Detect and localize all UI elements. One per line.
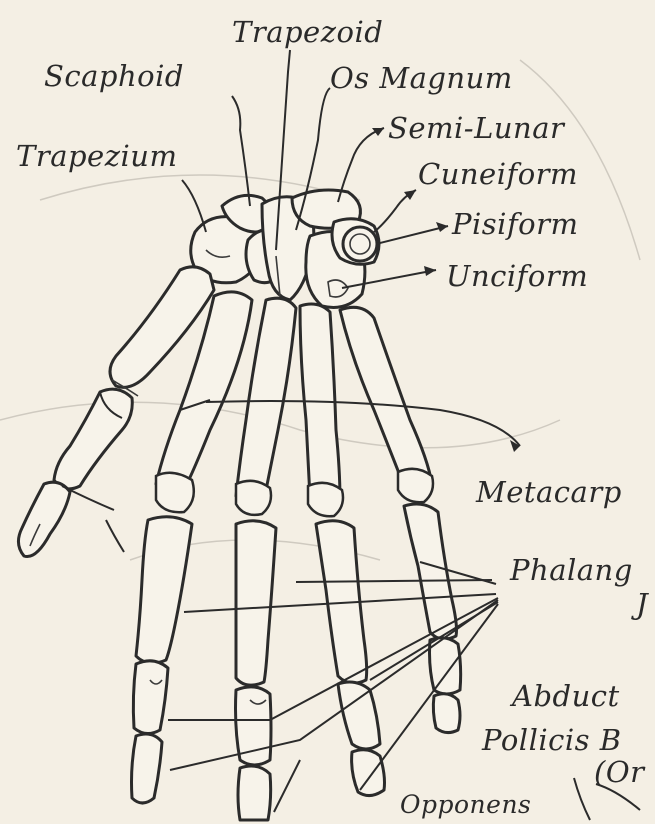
scaphoid-leader [232, 96, 250, 206]
ring-middle-phalanx [338, 682, 380, 749]
phalanges-leader-8 [274, 760, 300, 812]
label-os-magnum: Os Magnum [330, 64, 513, 93]
little-metacarpal [340, 307, 432, 491]
index-distal-phalanx [132, 734, 163, 803]
thumb-proximal-phalanx [54, 389, 132, 489]
proximal-phalanges [136, 504, 457, 685]
index-proximal-phalanx [136, 517, 192, 663]
label-pollicis: Pollicis B [482, 726, 622, 755]
label-scaphoid: Scaphoid [44, 62, 184, 91]
carpal-bones [191, 190, 379, 308]
label-phalanges: Phalang [510, 556, 633, 585]
label-unciform: Unciform [446, 262, 588, 291]
label-pisiform: Pisiform [452, 210, 579, 239]
ring-metacarpal [300, 304, 340, 505]
label-metacarpals: Metacarp [476, 478, 622, 507]
little-proximal-phalanx [404, 504, 457, 639]
label-abductor: Abduct [512, 682, 620, 711]
pisiform-leader [376, 226, 448, 244]
little-distal-phalanx [433, 694, 460, 733]
ring-distal-phalanx [352, 750, 385, 796]
pisiform-bone [343, 227, 377, 261]
label-phalanges-cont: J [636, 590, 648, 619]
thumb-distal-phalanx [18, 482, 70, 556]
middle-distal-phalanx [238, 766, 271, 820]
label-semi-lunar: Semi-Lunar [388, 114, 564, 143]
label-trapezoid: Trapezoid [232, 18, 383, 47]
label-opponens: Opponens [400, 792, 531, 817]
middle-proximal-phalanx [236, 521, 276, 685]
label-cuneiform: Cuneiform [418, 160, 578, 189]
index-middle-phalanx [133, 661, 168, 734]
label-trapezium: Trapezium [16, 142, 177, 171]
label-origin: (Or [594, 758, 644, 787]
